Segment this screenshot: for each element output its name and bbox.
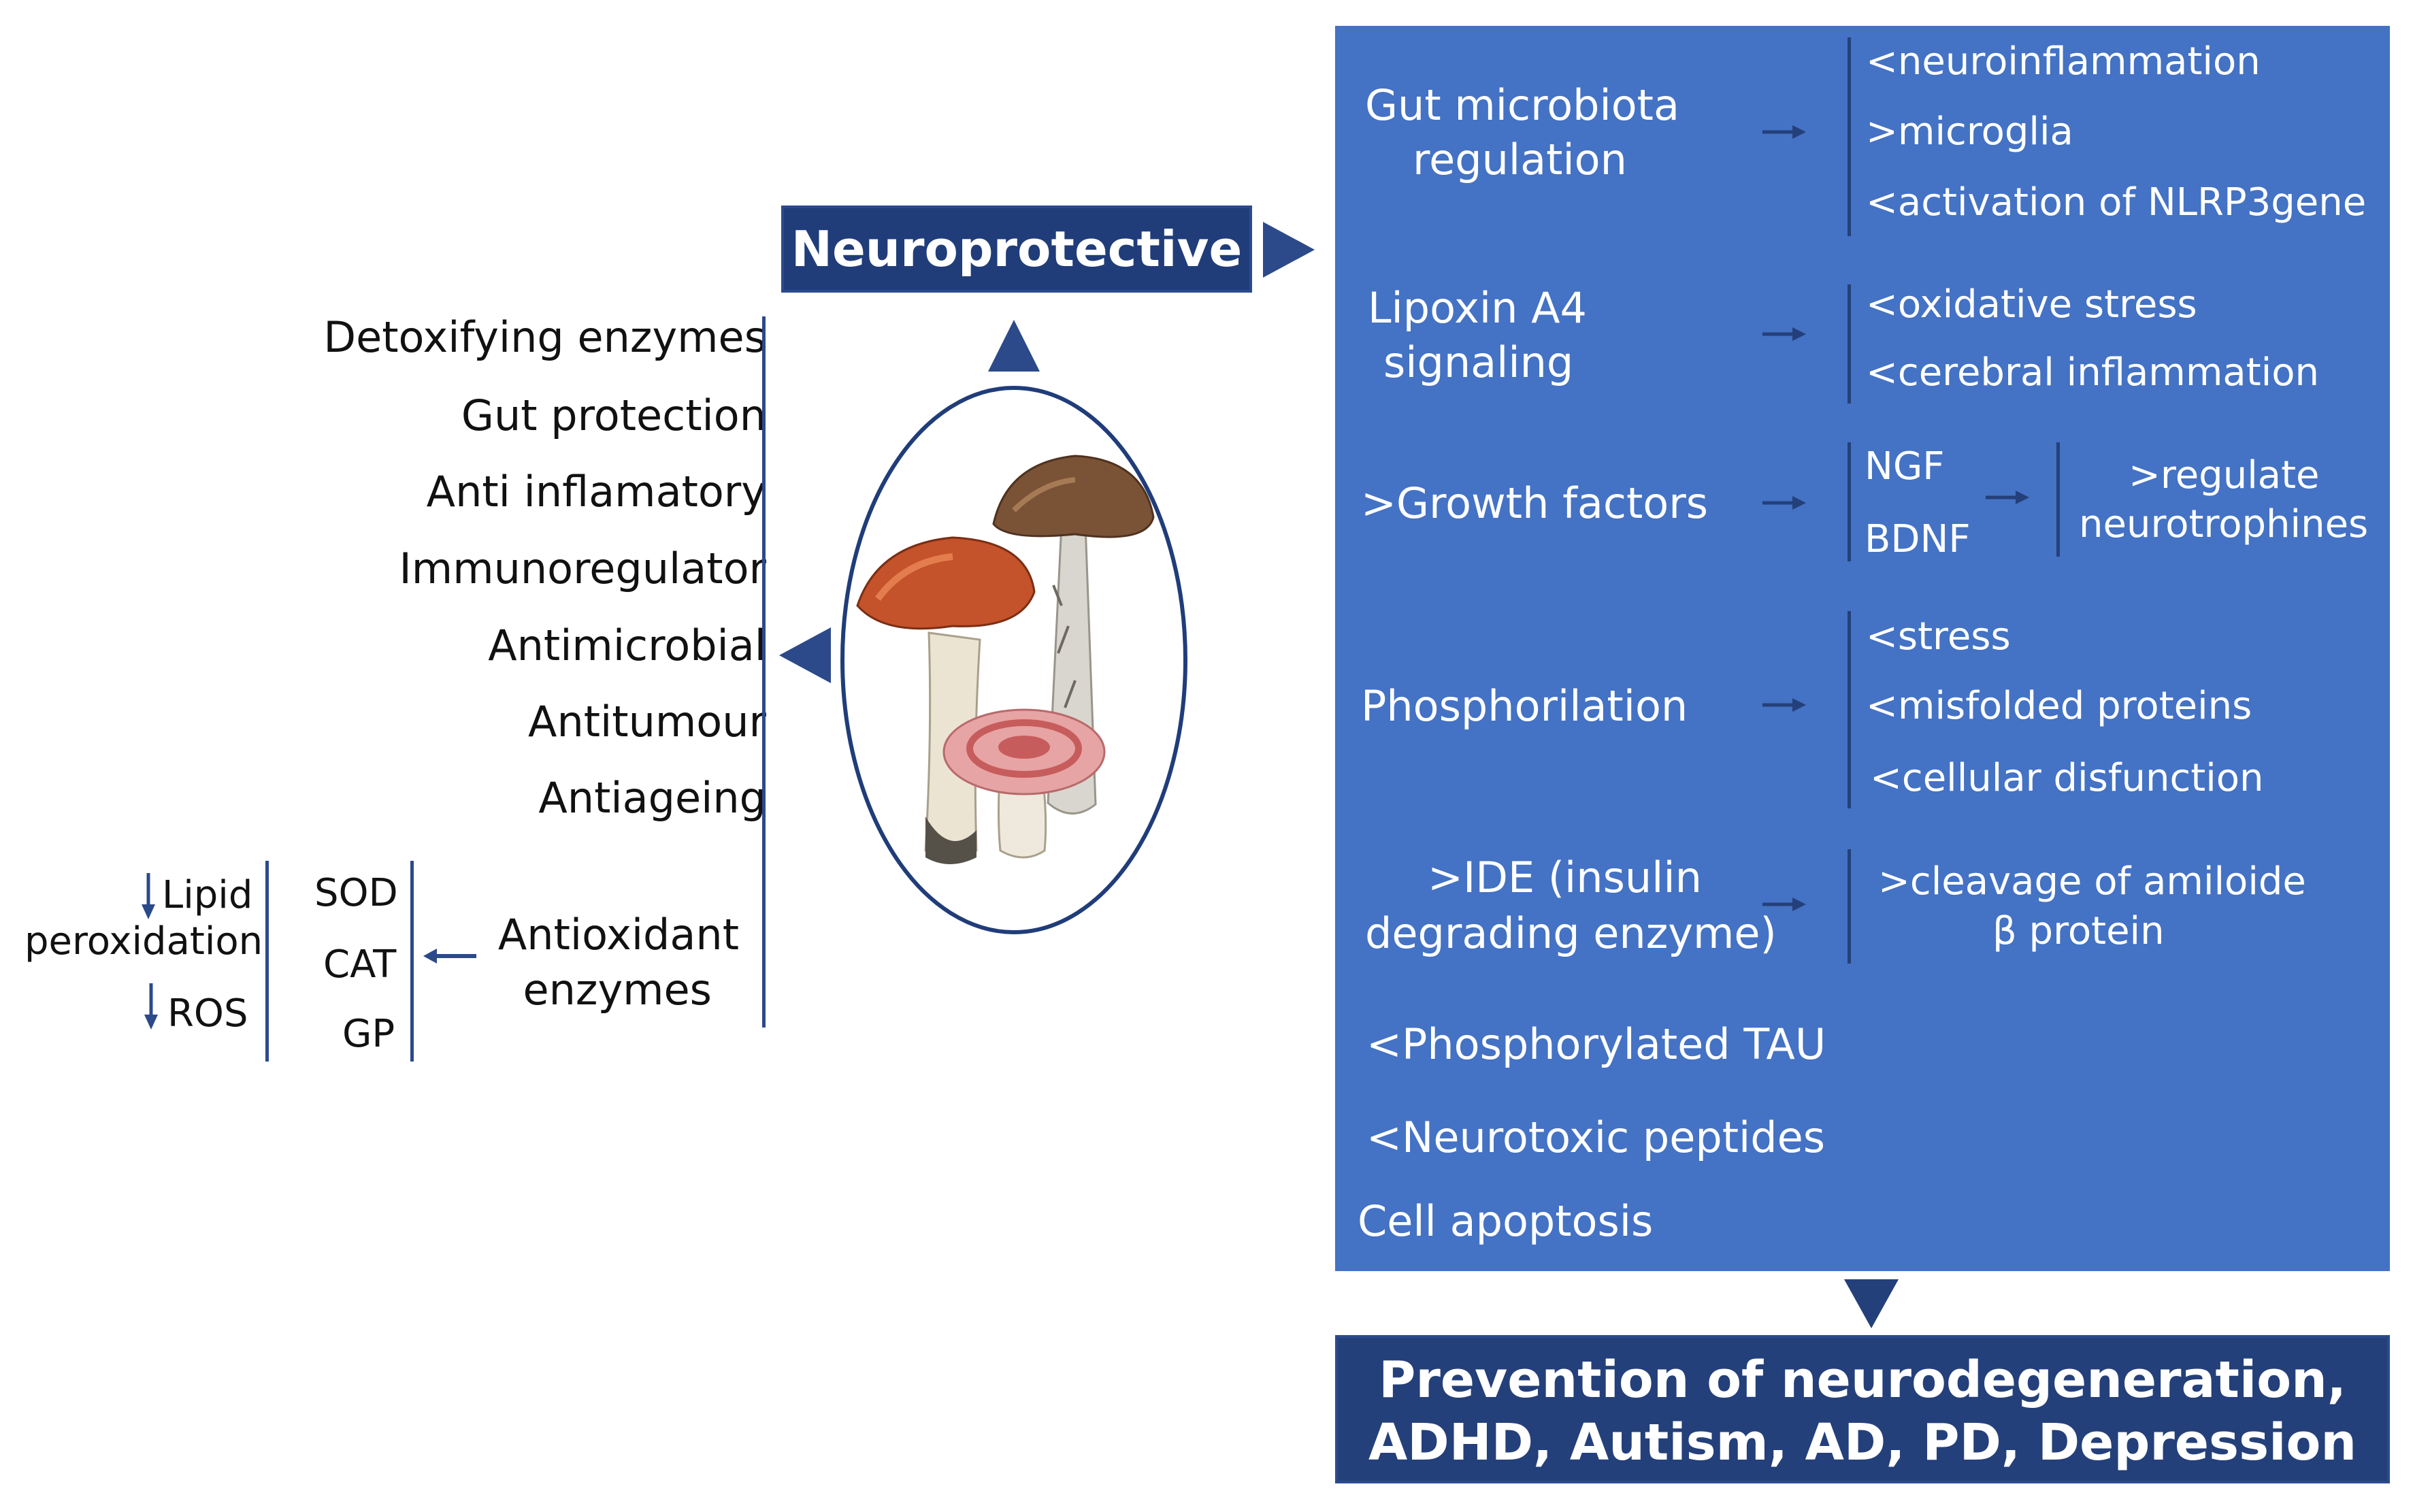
lipoxin-effect-1: <oxidative stress (1866, 282, 2197, 327)
triangle-down-icon (1844, 1279, 1899, 1328)
antioxidant-label-line1: Antioxidant (497, 910, 739, 959)
mushroom-illustration (840, 386, 1187, 934)
neuroprotective-label: Neuroprotective (791, 220, 1243, 278)
outcomes-bracket-line (265, 861, 269, 1062)
effect-antimicrobial: Antimicrobial (488, 621, 766, 670)
outcome-lipid: Lipid (162, 873, 253, 917)
apoptosis-item: Cell apoptosis (1358, 1196, 1654, 1246)
gut-effect-2: >microglia (1866, 110, 2073, 154)
phospho-effect-2: <misfolded proteins (1866, 684, 2252, 728)
phospho-effect-1: <stress (1866, 614, 2011, 659)
growth-result-bracket-line (2056, 442, 2060, 557)
arrow-right-icon (1762, 898, 1806, 911)
arrow-right-icon (1986, 491, 2029, 504)
peptides-item: <Neurotoxic peptides (1366, 1113, 1826, 1162)
growth-factor-ngf: NGF (1865, 444, 1945, 489)
phospho-bracket-line (1848, 611, 1851, 808)
gut-label-line2: regulation (1413, 135, 1627, 184)
enzymes-bracket-line (410, 861, 414, 1062)
gut-label-line1: Gut microbiota (1365, 80, 1679, 130)
phospho-effect-3: <cellular disfunction (1870, 756, 2264, 800)
lipoxin-bracket-line (1848, 284, 1851, 404)
effect-antitumour: Antitumour (528, 697, 766, 746)
prevention-line2: ADHD, Autism, AD, PD, Depression (1368, 1413, 2357, 1472)
enzyme-sod: SOD (314, 871, 398, 915)
growth-result-line2: neurotrophines (2079, 502, 2369, 546)
growth-factor-bdnf: BDNF (1865, 517, 1971, 561)
arrow-left-icon (423, 949, 476, 964)
triangle-up-icon (988, 320, 1040, 372)
ide-result-line2: β protein (1992, 909, 2165, 953)
arrow-down-icon (142, 873, 155, 919)
phospho-label: Phosphorilation (1361, 681, 1688, 731)
prevention-line1: Prevention of neurodegeneration, (1379, 1351, 2346, 1409)
effects-bracket-line (762, 316, 766, 1028)
growth-bracket-line (1848, 442, 1851, 561)
ide-bracket-line (1848, 849, 1851, 964)
growth-result-line1: >regulate (2129, 453, 2320, 497)
ide-label-line2: degrading enzyme) (1365, 908, 1777, 958)
prevention-box: Prevention of neurodegeneration, ADHD, A… (1335, 1335, 2390, 1483)
effect-immunoregulator: Immunoregulator (399, 544, 766, 593)
arrow-right-icon (1762, 327, 1806, 341)
gut-bracket-line (1848, 37, 1851, 236)
lipoxin-label-line1: Lipoxin A4 (1368, 283, 1587, 333)
arrow-down-icon (144, 983, 158, 1030)
enzyme-cat: CAT (323, 942, 397, 987)
triangle-left-icon (779, 627, 831, 683)
arrow-right-icon (1762, 125, 1806, 139)
neuroprotective-box: Neuroprotective (781, 206, 1252, 293)
lipoxin-effect-2: <cerebral inflammation (1866, 350, 2319, 395)
mechanisms-panel (1335, 26, 2390, 1271)
effect-detoxifying-enzymes: Detoxifying enzymes (323, 312, 766, 362)
growth-label: >Growth factors (1361, 478, 1709, 528)
outcome-ros: ROS (167, 991, 248, 1036)
ide-label-line1: >IDE (insulin (1428, 853, 1702, 902)
effect-gut-protection: Gut protection (461, 391, 766, 440)
enzyme-gp: GP (342, 1012, 395, 1056)
tau-item: <Phosphorylated TAU (1366, 1019, 1826, 1069)
gut-effect-3: <activation of NLRP3gene (1866, 180, 2367, 225)
effect-antiageing: Antiageing (538, 773, 766, 823)
ide-result-line1: >cleavage of amiloide (1878, 859, 2306, 904)
effect-anti-inflamatory: Anti inflamatory (426, 467, 766, 516)
triangle-right-icon (1263, 222, 1315, 278)
arrow-right-icon (1762, 698, 1806, 712)
antioxidant-label-line2: enzymes (523, 965, 712, 1015)
gut-effect-1: <neuroinflammation (1866, 39, 2261, 84)
outcome-peroxidation: peroxidation (24, 919, 263, 964)
arrow-right-icon (1762, 496, 1806, 510)
lipoxin-label-line2: signaling (1383, 338, 1574, 387)
